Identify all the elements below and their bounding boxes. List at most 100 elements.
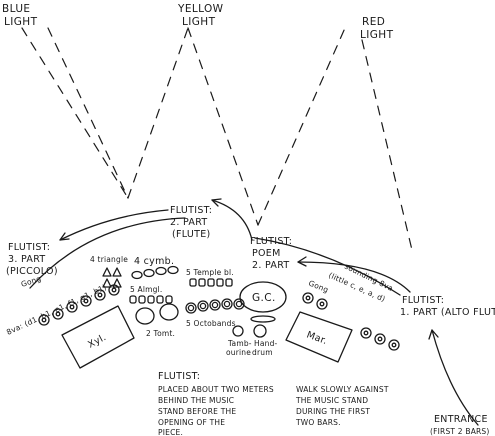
blue-light-label: BLUE LIGHT (2, 3, 38, 28)
arrow-to-flute (211, 199, 253, 241)
tomtom-1 (135, 307, 155, 325)
octoban-4-head (223, 300, 231, 308)
octoban-5-head (235, 300, 243, 308)
yellow-beam-right (187, 27, 259, 226)
arrow-to-poem-head (297, 256, 307, 267)
gong-left-2-boss (55, 311, 61, 317)
almglocke-3 (147, 295, 155, 304)
marimba-label: Mar. (305, 329, 329, 347)
octoban-3-head (211, 301, 219, 309)
tambourine-label-1: Tamb- (227, 339, 252, 348)
arrow-to-poem (297, 261, 411, 293)
flutist-flute-label: FLUTIST: 2. PART (FLUTE) (170, 205, 212, 240)
octobans-label: 5 Octobands (186, 319, 236, 328)
arrow-to-piccolo-head (59, 232, 70, 241)
arrow-to-piccolo (59, 209, 169, 241)
gong-left-4-boss (83, 298, 89, 304)
piccolo-line3: (PICCOLO) (6, 266, 58, 277)
gong-right-2 (316, 298, 328, 310)
cymbal-1 (131, 270, 143, 280)
gong-left-group: Gong 8va: (d1, b1, e1, f1, g1, b1) (5, 274, 120, 337)
triangle-2 (112, 267, 122, 277)
tambourine (232, 325, 244, 337)
red-light-label: RED LIGHT (360, 16, 393, 41)
gong-left-4 (80, 295, 92, 307)
cymbal-4 (167, 265, 179, 275)
yellow-beam-left (127, 27, 189, 199)
gong-left-5 (94, 289, 106, 301)
handdrum-label-2: drum (252, 348, 273, 357)
gong-left-3 (66, 301, 78, 313)
xylophone: Xyl. (61, 305, 135, 369)
almglocken-group: 5 Almgl. (129, 285, 173, 304)
light-beams (21, 27, 413, 251)
gong-right-3-boss (363, 330, 369, 336)
flutist-poem-label: FLUTIST: POEM 2. PART (250, 236, 292, 271)
gran-cassa-label: G.C. (252, 292, 276, 304)
gong-right-label: Gong (307, 279, 330, 295)
entrance-note: ENTRANCE (FIRST 2 BARS) (430, 414, 489, 436)
entrance-path (431, 329, 479, 426)
gran-cassa: G.C. (239, 281, 287, 323)
note-left-title: FLUTIST: (158, 371, 200, 382)
note-right: WALK SLOWLY AGAINST THE MUSIC STAND DURI… (295, 385, 389, 427)
gong-right-2-boss (319, 301, 325, 307)
octoban-1 (185, 302, 197, 314)
temple-block-3 (207, 278, 215, 287)
temple-block-1 (189, 278, 197, 287)
alto-line1: FLUTIST: (402, 295, 444, 306)
cymbal-label: 4 cymb. (134, 256, 174, 267)
stage-arc-right (254, 237, 401, 296)
note-right-line2: THE MUSIC STAND (295, 396, 368, 405)
piccolo-line2: 3. PART (8, 254, 46, 265)
almglocke-5 (165, 295, 173, 304)
temple-block-5 (225, 278, 233, 287)
arrow-to-flute-head (211, 198, 222, 207)
red-light-line1: RED (362, 16, 385, 28)
blue-beam-left (21, 27, 129, 199)
tambourine-group: Tamb- ourine (226, 325, 252, 357)
cymbal-2 (143, 268, 155, 278)
triangle-label: 4 triangle (90, 255, 128, 264)
flute-line3: (FLUTE) (172, 229, 211, 240)
octoban-1-head (187, 304, 195, 312)
temple-blocks-label: 5 Temple bl. (186, 268, 234, 277)
tomtoms-label: 2 Tomt. (146, 329, 175, 338)
yellow-light-label: YELLOW LIGHT (177, 3, 224, 28)
note-left-line1: PLACED ABOUT TWO METERS (158, 385, 274, 394)
octoban-2-head (199, 302, 207, 310)
gong-left-1 (38, 314, 50, 326)
tomtoms-group: 2 Tomt. (135, 303, 179, 338)
note-right-line3: DURING THE FIRST (296, 407, 370, 416)
poem-line1: FLUTIST: (250, 236, 292, 247)
temple-block-4 (216, 278, 224, 287)
poem-line2: POEM (252, 248, 281, 259)
note-left: FLUTIST: PLACED ABOUT TWO METERS BEHIND … (158, 371, 274, 436)
octobans-group: 5 Octobands (185, 298, 245, 328)
triangles-group: 4 triangle (90, 255, 128, 288)
yellow-light-line1: YELLOW (177, 3, 224, 15)
triangle-4 (112, 278, 122, 288)
marimba: Mar. (285, 311, 353, 363)
entrance-path-head (428, 329, 439, 340)
flutist-alto-label: FLUTIST: 1. PART (ALTO FLUTE) (400, 295, 495, 318)
cymbals-group: 4 cymb. (131, 256, 179, 280)
blue-light-line2: LIGHT (4, 16, 38, 28)
xylophone-label: Xyl. (86, 332, 108, 351)
octoban-5 (233, 298, 245, 310)
gong-left-1-boss (41, 317, 47, 323)
triangle-3 (102, 278, 112, 288)
gong-right-5 (388, 339, 400, 351)
gran-cassa-stand (250, 315, 276, 323)
note-left-line3: STAND BEFORE THE (158, 407, 236, 416)
gong-right-3 (360, 327, 372, 339)
tambourine-label-2: ourine (226, 348, 251, 357)
handdrum-group: Hand- drum (252, 324, 277, 357)
xylophone-body (61, 305, 135, 369)
gong-right-4-boss (377, 336, 383, 342)
flute-line1: FLUTIST: (170, 205, 212, 216)
flute-line2: 2. PART (170, 217, 208, 228)
gong-left-5-boss (97, 292, 103, 298)
temple-block-2 (198, 278, 206, 287)
poem-line3: 2. PART (252, 260, 290, 271)
